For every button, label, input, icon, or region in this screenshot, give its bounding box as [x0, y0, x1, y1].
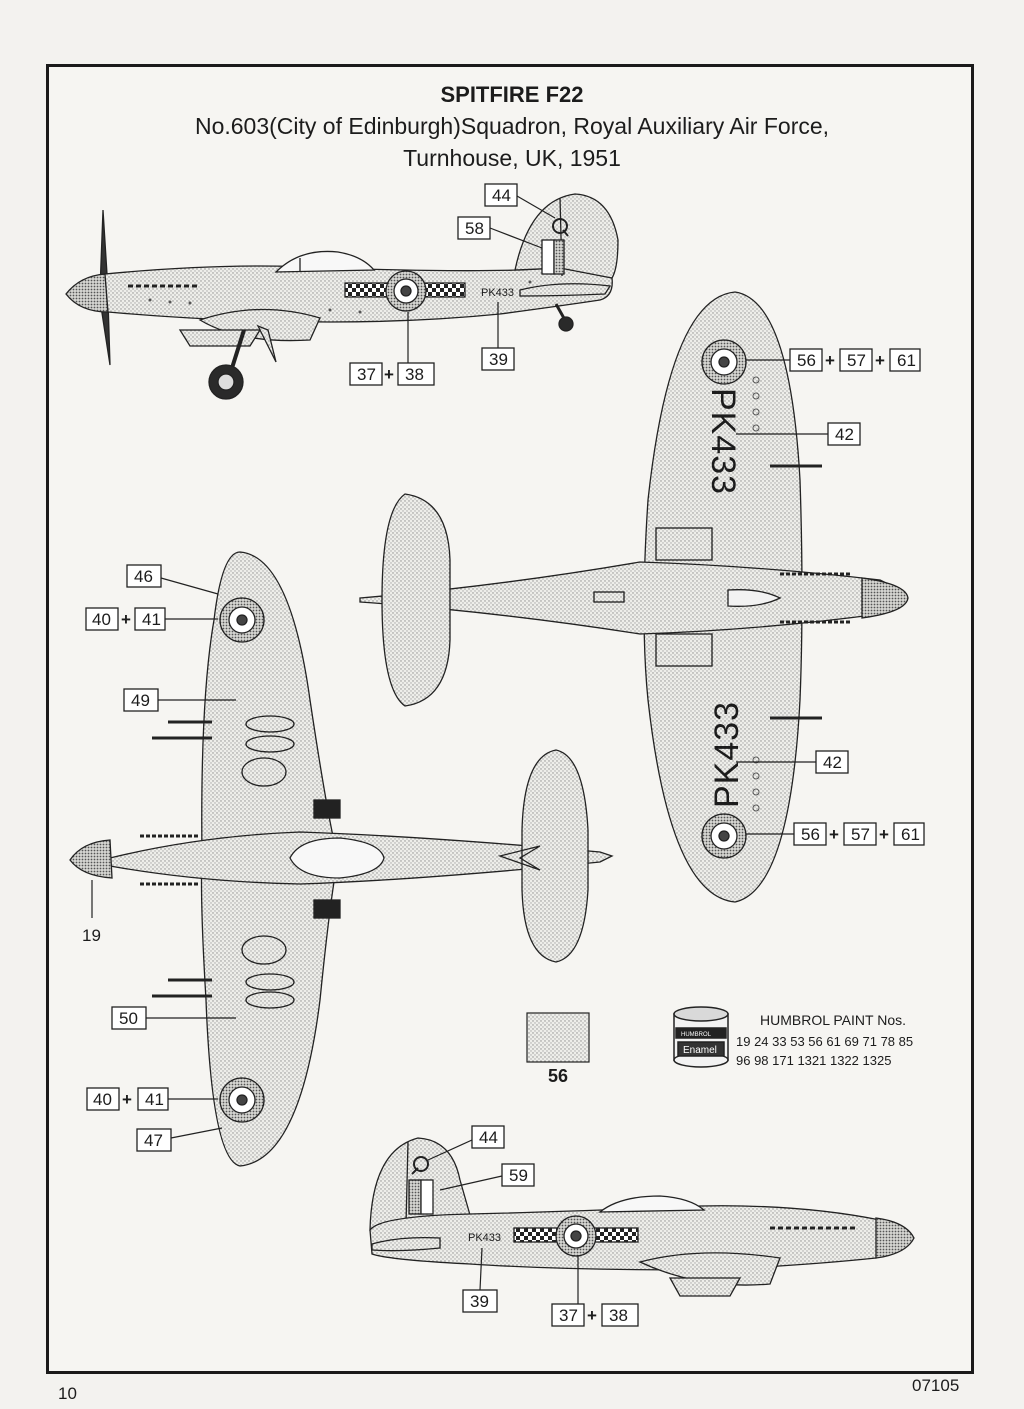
callout-number: 37 [357, 365, 376, 384]
callout-number: 41 [142, 610, 161, 629]
callout-40-41-lower: 40 + 41 [86, 1087, 218, 1111]
callout-number: 39 [489, 350, 508, 369]
serial-side-bottom: PK433 [468, 1232, 501, 1244]
side-view-bottom [369, 1137, 915, 1297]
catalogue-code: 07105 [912, 1376, 960, 1395]
callout-number: + [879, 825, 889, 844]
paint-numbers-line-1: 19 24 33 53 56 61 69 71 78 85 [736, 1034, 914, 1049]
callout-42-lower: 42 [736, 750, 849, 774]
serial-side-top: PK433 [481, 287, 514, 299]
humbrol-tin-icon [673, 1006, 729, 1068]
callout-number: + [384, 365, 394, 384]
callout-number: 40 [92, 610, 111, 629]
page-title: SPITFIRE F22 [440, 82, 584, 107]
callout-50: 50 [111, 1006, 236, 1030]
callout-number: 49 [131, 691, 150, 710]
callout-number: + [829, 825, 839, 844]
paint-swatch-56 [526, 1012, 590, 1063]
paint-numbers: 19 24 33 53 56 61 69 71 78 85 96 98 171 … [736, 1032, 936, 1070]
page-number: 10 [58, 1384, 77, 1403]
upper-view [69, 551, 614, 1167]
paint-numbers-line-2: 96 98 171 1321 1322 1325 [736, 1053, 892, 1068]
callout-number: 42 [823, 753, 842, 772]
callout-number: 59 [509, 1166, 528, 1185]
callout-number: 19 [82, 926, 101, 945]
callout-number: 61 [897, 351, 916, 370]
callout-number: 38 [609, 1306, 628, 1325]
paint-title: HUMBROL PAINT Nos. [760, 1012, 906, 1028]
callout-number: + [587, 1306, 597, 1325]
callout-37-38-bottom: 37 + 38 [551, 1256, 639, 1327]
callout-39-top: 39 [481, 302, 515, 371]
callout-44-top: 44 [484, 183, 556, 219]
callout-59: 59 [439, 1163, 535, 1191]
callout-56-57-61-lower: 56 + 57 + 61 [746, 822, 925, 846]
callout-58: 58 [457, 216, 543, 249]
callout-47: 47 [136, 1127, 223, 1152]
callout-37-38-top: 37 + 38 [349, 312, 435, 386]
callout-39-bottom: 39 [462, 1247, 498, 1313]
callout-number: + [122, 1090, 132, 1109]
callout-number: 50 [119, 1009, 138, 1028]
subtitle-line-1: No.603(City of Edinburgh)Squadron, Royal… [194, 113, 830, 139]
callout-46: 46 [126, 564, 219, 595]
callout-number: Enamel [683, 1045, 717, 1056]
callout-number: 38 [405, 365, 424, 384]
callout-56-57-61-upper: 56 + 57 + 61 [746, 348, 921, 372]
callout-number: 56 [797, 351, 816, 370]
callout-number: 42 [835, 425, 854, 444]
callout-number: 46 [134, 567, 153, 586]
callout-19: 19 [82, 880, 101, 945]
callout-42-upper: 42 [736, 422, 861, 446]
callout-number: + [825, 351, 835, 370]
serial-underwing-upper: PK433 [704, 388, 742, 495]
callout-number: 44 [479, 1128, 498, 1147]
callout-number: + [121, 610, 131, 629]
callout-number: 39 [470, 1292, 489, 1311]
callout-number: 57 [851, 825, 870, 844]
callout-number: PK433 [708, 701, 746, 808]
callout-number: 41 [145, 1090, 164, 1109]
serial-underwing-lower: PK433 [708, 701, 746, 808]
callout-number: 61 [901, 825, 920, 844]
callout-number: 56 [801, 825, 820, 844]
callout-number: 40 [93, 1090, 112, 1109]
callout-number: 57 [847, 351, 866, 370]
callout-40-41-upper: 40 + 41 [85, 607, 218, 631]
callout-number: 47 [144, 1131, 163, 1150]
callout-number: 44 [492, 186, 511, 205]
callout-49: 49 [123, 688, 236, 712]
callout-number: PK433 [704, 388, 742, 495]
callout-44-bottom: 44 [427, 1125, 505, 1161]
callout-number: 58 [465, 219, 484, 238]
callout-number: + [875, 351, 885, 370]
underside-view [359, 291, 909, 903]
swatch-number: 56 [548, 1066, 569, 1086]
callout-number: HUMBROL [681, 1032, 712, 1038]
callout-number: 37 [559, 1306, 578, 1325]
side-view-top [65, 193, 619, 400]
subtitle-line-2: Turnhouse, UK, 1951 [403, 145, 621, 171]
